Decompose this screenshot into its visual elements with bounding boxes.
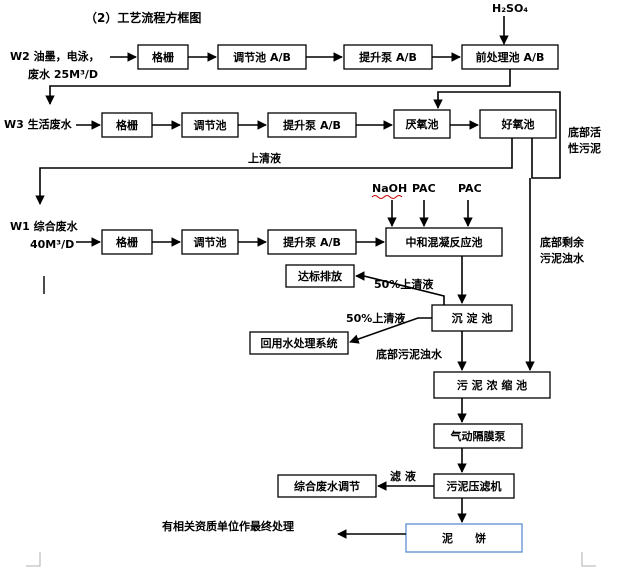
h2so4-label: H₂SO₄ bbox=[492, 2, 528, 15]
svg-text:中和混凝反应池: 中和混凝反应池 bbox=[406, 235, 483, 249]
svg-text:调节池 A/B: 调节池 A/B bbox=[233, 50, 291, 64]
svg-text:厌氧池: 厌氧池 bbox=[406, 117, 439, 131]
w1-grid-box: 格栅 bbox=[101, 229, 153, 255]
final-disposal-label: 有相关资质单位作最终处理 bbox=[162, 519, 294, 533]
spellcheck-squiggle bbox=[371, 195, 403, 199]
page-corner-mark bbox=[581, 552, 596, 567]
w2-grid-box: 格栅 bbox=[137, 44, 189, 70]
pretreatment-to-w3-line bbox=[45, 69, 511, 105]
page-corner-mark bbox=[26, 552, 41, 567]
w1-adjust-tank-box: 调节池 bbox=[181, 229, 239, 255]
svg-text:达标排放: 达标排放 bbox=[298, 269, 343, 283]
svg-text:调节池: 调节池 bbox=[194, 118, 227, 132]
svg-text:调节池: 调节池 bbox=[194, 235, 227, 249]
reuse-water-system-box: 回用水处理系统 bbox=[249, 331, 349, 355]
supernatant-to-w1-line bbox=[35, 138, 513, 205]
active-sludge-label-1: 底部活 bbox=[568, 125, 601, 139]
w2-source-label-1: W2 油墨，电泳， bbox=[10, 49, 100, 63]
w2-pretreatment-box: 前处理池 A/B bbox=[461, 44, 559, 70]
w1-lift-pump-box: 提升泵 A/B bbox=[267, 229, 357, 255]
svg-text:污 泥 浓 缩 池: 污 泥 浓 缩 池 bbox=[457, 378, 527, 392]
svg-text:格栅: 格栅 bbox=[116, 235, 138, 249]
mixed-wastewater-adjust-box: 综合废水调节 bbox=[277, 474, 377, 498]
neutralization-reaction-box: 中和混凝反应池 bbox=[385, 227, 503, 257]
clear-50-label-a: 50%上清液 bbox=[374, 277, 434, 291]
w3-anoxic-tank-box: 厌氧池 bbox=[393, 109, 451, 139]
svg-text:沉 淀 池: 沉 淀 池 bbox=[452, 311, 493, 325]
svg-text:泥 饼: 泥 饼 bbox=[442, 531, 486, 545]
w3-aerobic-tank-box: 好氧池 bbox=[479, 109, 557, 139]
w3-source-label: W3 生活废水 bbox=[4, 117, 73, 131]
filter-press-box: 污泥压滤机 bbox=[433, 473, 515, 499]
w2-source-label-2: 废水 25M³/D bbox=[28, 67, 98, 81]
active-sludge-label-2: 性污泥 bbox=[568, 141, 601, 155]
w1-source-label-2: 40M³/D bbox=[30, 238, 74, 251]
bottom-sludge-label: 底部污泥浊水 bbox=[376, 347, 443, 361]
clear-liquid-label: 上清液 bbox=[248, 151, 282, 165]
excess-sludge-label-2: 污泥浊水 bbox=[540, 251, 585, 265]
sludge-thickener-box: 污 泥 浓 缩 池 bbox=[433, 371, 551, 399]
w2-lift-pump-box: 提升泵 A/B bbox=[343, 44, 433, 70]
reuse-arrow bbox=[349, 317, 432, 344]
naoh-label: NaOH bbox=[372, 182, 407, 195]
discharge-box: 达标排放 bbox=[285, 264, 355, 288]
w2-adjust-tank-box: 调节池 A/B bbox=[217, 44, 307, 70]
svg-text:前处理池 A/B: 前处理池 A/B bbox=[476, 50, 545, 64]
svg-text:综合废水调节: 综合废水调节 bbox=[294, 479, 360, 493]
sedimentation-tank-box: 沉 淀 池 bbox=[431, 304, 513, 332]
svg-text:好氧池: 好氧池 bbox=[501, 117, 535, 131]
diaphragm-pump-box: 气动隔膜泵 bbox=[433, 423, 523, 449]
svg-text:污泥压滤机: 污泥压滤机 bbox=[447, 479, 502, 493]
excess-sludge-label-1: 底部剩余 bbox=[540, 235, 585, 249]
svg-text:提升泵 A/B: 提升泵 A/B bbox=[359, 50, 417, 64]
w1-source-label-1: W1 综合废水 bbox=[10, 219, 79, 233]
sludge-return-loop bbox=[433, 91, 561, 179]
diagram-title: （2）工艺流程方框图 bbox=[85, 10, 201, 25]
svg-text:气动隔膜泵: 气动隔膜泵 bbox=[450, 429, 506, 443]
svg-text:提升泵 A/B: 提升泵 A/B bbox=[283, 235, 341, 249]
svg-text:格栅: 格栅 bbox=[152, 50, 174, 64]
sludge-cake-box: 泥 饼 bbox=[405, 523, 523, 553]
svg-text:格栅: 格栅 bbox=[116, 118, 138, 132]
filtrate-label: 滤 液 bbox=[390, 469, 417, 483]
svg-text:回用水处理系统: 回用水处理系统 bbox=[261, 336, 338, 350]
w3-grid-box: 格栅 bbox=[101, 112, 153, 138]
w3-lift-pump-box: 提升泵 A/B bbox=[267, 112, 357, 138]
discharge-arrow bbox=[355, 271, 445, 305]
pac-label-2: PAC bbox=[458, 182, 482, 195]
clear-50-label-b: 50%上清液 bbox=[346, 311, 406, 325]
w3-adjust-tank-box: 调节池 bbox=[181, 112, 239, 138]
pac-label-1: PAC bbox=[412, 182, 436, 195]
svg-text:提升泵 A/B: 提升泵 A/B bbox=[283, 118, 341, 132]
